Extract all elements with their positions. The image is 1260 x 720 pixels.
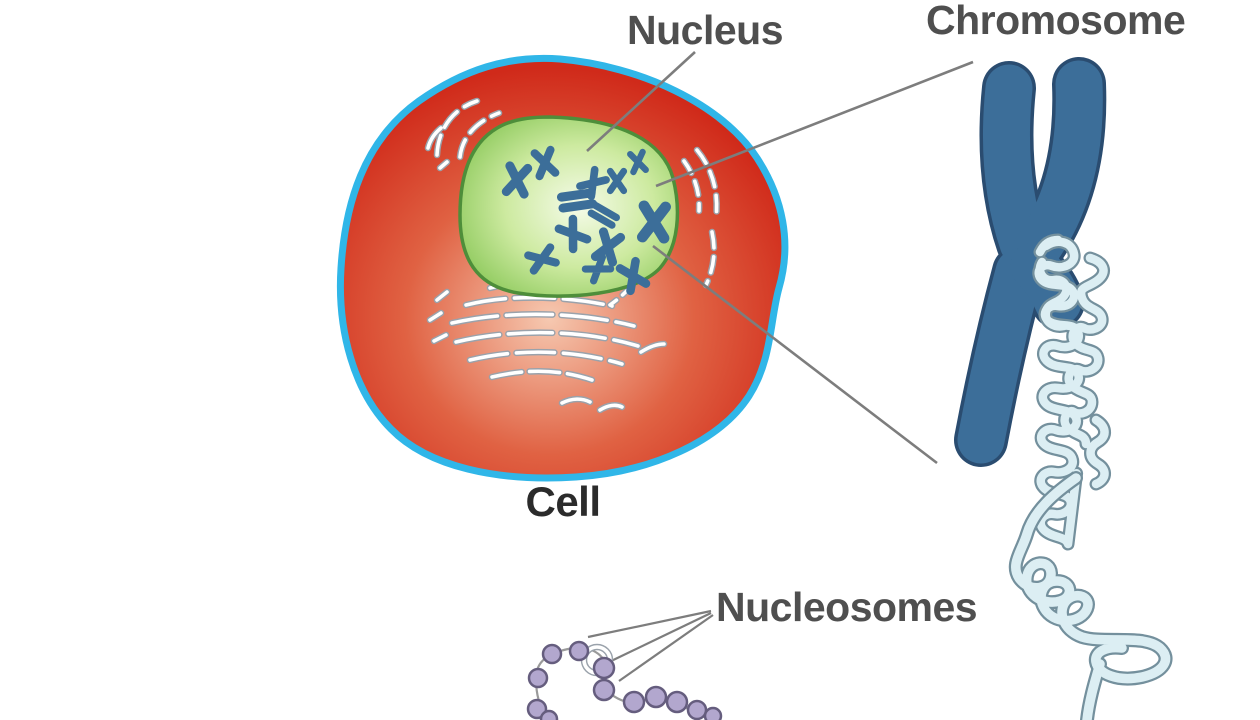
nucleosomes-label: Nucleosomes	[716, 584, 978, 630]
chromosome-illustration	[954, 57, 1173, 720]
chromatin-tangle	[1032, 233, 1111, 551]
chromatin-coil	[1008, 471, 1173, 720]
chromosome-label: Chromosome	[926, 0, 1186, 43]
nucleosome-fan-lines	[587, 609, 714, 682]
leader-line-chromosome-top	[655, 60, 974, 188]
leader-line-chromosome-bottom	[652, 244, 938, 465]
cell-illustration	[336, 54, 789, 482]
leader-lines	[586, 51, 974, 465]
nucleosome-beads	[526, 640, 723, 720]
cell-label: Cell	[525, 478, 601, 525]
leader-line-nucleus	[586, 51, 696, 152]
nucleosomes-illustration	[526, 609, 723, 720]
nucleus-label: Nucleus	[627, 7, 784, 53]
